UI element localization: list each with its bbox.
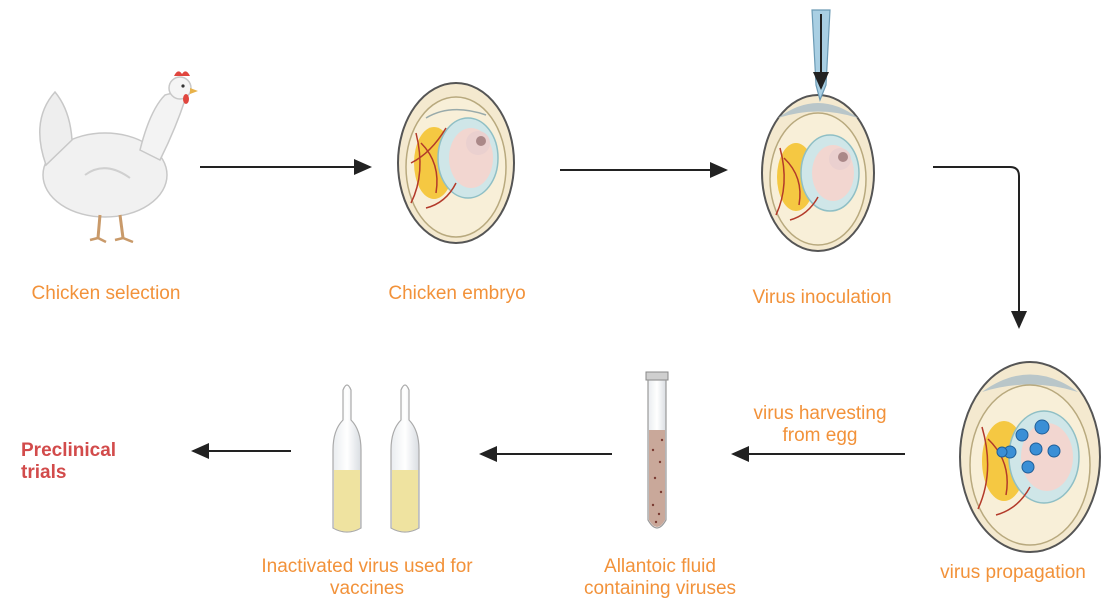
egg-virus-inoculation	[762, 95, 874, 251]
label-chicken-selection: Chicken selection	[8, 283, 204, 305]
label-harvest-line1: virus harvesting	[730, 403, 910, 425]
label-preclinical-line1: Preclinical	[21, 440, 151, 462]
label-chicken-embryo: Chicken embryo	[377, 283, 537, 305]
vaccine-ampoules	[333, 385, 419, 532]
label-inactivated-line1: Inactivated virus used for	[222, 556, 512, 578]
syringe-needle	[812, 10, 830, 100]
egg-virus-propagation	[960, 362, 1100, 552]
label-inactivated-virus: Inactivated virus used for vaccines	[222, 556, 512, 600]
label-allantoic-fluid: Allantoic fluid containing viruses	[565, 556, 755, 600]
label-virus-inoculation: Virus inoculation	[729, 287, 915, 309]
label-preclinical-line2: trials	[21, 462, 151, 484]
test-tube	[646, 372, 668, 528]
label-preclinical-trials: Preclinical trials	[21, 440, 151, 484]
egg-chicken-embryo	[398, 83, 514, 243]
arrow-inoculation-to-propagation	[933, 167, 1019, 327]
label-harvest-line2: from egg	[730, 425, 910, 447]
label-virus-harvesting: virus harvesting from egg	[730, 403, 910, 447]
label-allantoic-line2: containing viruses	[565, 578, 755, 600]
label-allantoic-line1: Allantoic fluid	[565, 556, 755, 578]
label-virus-propagation: virus propagation	[918, 562, 1108, 584]
chicken-illustration	[40, 71, 198, 242]
label-inactivated-line2: vaccines	[222, 578, 512, 600]
